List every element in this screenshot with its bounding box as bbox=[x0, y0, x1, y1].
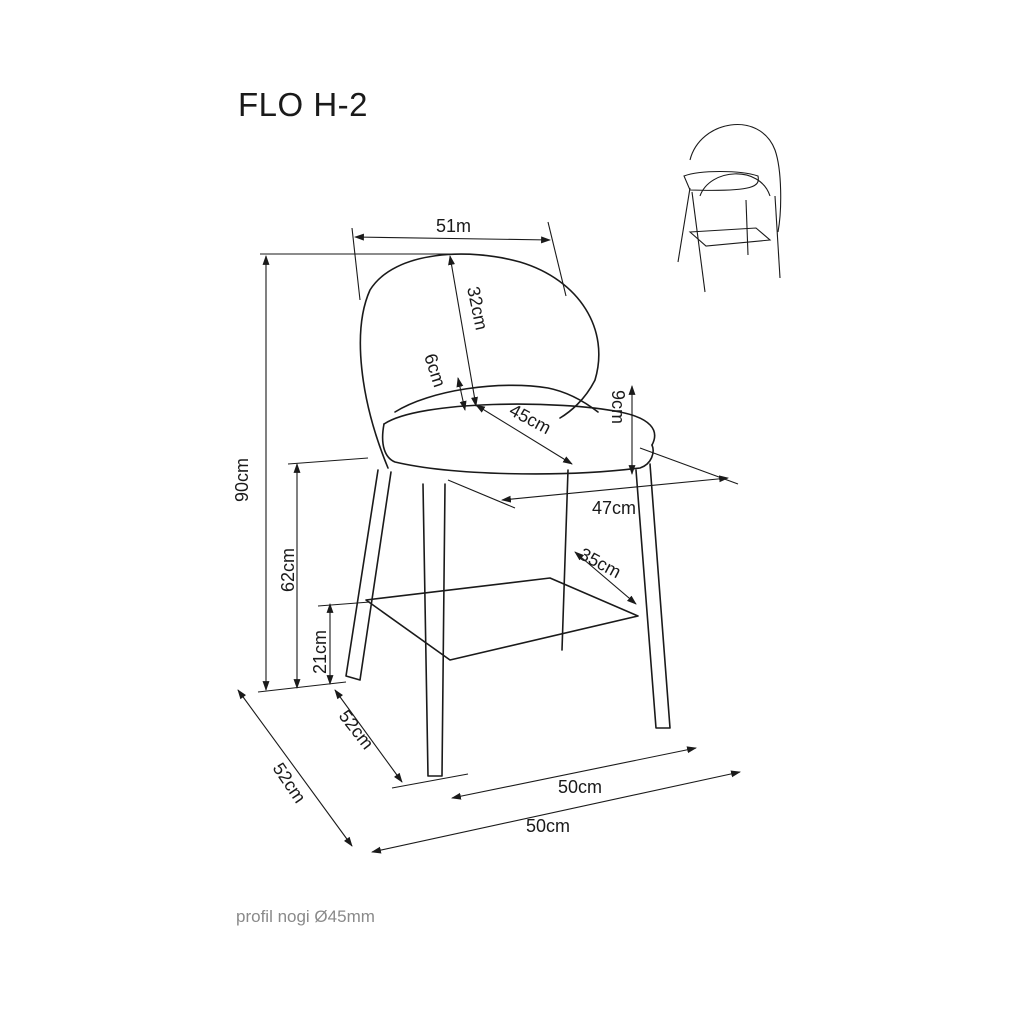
dim-backrest-width bbox=[354, 233, 551, 244]
label-footrest-height: 21cm bbox=[310, 630, 330, 674]
backrest-inner bbox=[394, 384, 599, 413]
dimension-lines bbox=[237, 233, 741, 854]
label-leg-width: 50cm bbox=[558, 777, 602, 797]
label-footrest-depth: 35cm bbox=[576, 544, 624, 582]
leg-profile-note: profil nogi Ø45mm bbox=[236, 907, 375, 926]
leg-front-right bbox=[635, 463, 671, 729]
label-backrest-height: 32cm bbox=[463, 285, 492, 332]
leg-back-left bbox=[345, 469, 392, 681]
dimension-labels: 51m 32cm 6cm 45cm 9cm 47cm 35cm 90cm 62c… bbox=[232, 216, 636, 836]
leg-back-right bbox=[561, 469, 569, 651]
label-backrest-gap: 6cm bbox=[420, 351, 450, 390]
label-seat-width: 47cm bbox=[592, 498, 636, 518]
dim-backrest-height bbox=[448, 255, 478, 407]
label-seat-thickness: 9cm bbox=[608, 390, 628, 424]
dim-seat-depth bbox=[475, 404, 573, 465]
label-base-depth: 52cm bbox=[269, 759, 310, 807]
label-seat-depth: 45cm bbox=[506, 400, 554, 438]
label-seat-height: 62cm bbox=[278, 548, 298, 592]
footrest bbox=[365, 577, 639, 661]
dim-backrest-gap bbox=[456, 377, 467, 411]
dim-base-width bbox=[371, 770, 741, 854]
backrest bbox=[359, 253, 600, 469]
label-leg-depth: 52cm bbox=[335, 706, 378, 753]
label-total-height: 90cm bbox=[232, 458, 252, 502]
product-title: FLO H-2 bbox=[238, 86, 369, 123]
dim-footrest-depth bbox=[574, 551, 637, 605]
label-backrest-width: 51m bbox=[436, 216, 471, 236]
extension-lines bbox=[257, 221, 739, 789]
seat-front bbox=[381, 423, 654, 475]
seat-top bbox=[383, 403, 656, 446]
leg-front-left bbox=[422, 483, 446, 777]
dim-base-depth bbox=[237, 689, 353, 847]
dim-seat-width bbox=[501, 475, 729, 503]
label-base-width: 50cm bbox=[526, 816, 570, 836]
chair-thumbnail bbox=[677, 124, 782, 293]
